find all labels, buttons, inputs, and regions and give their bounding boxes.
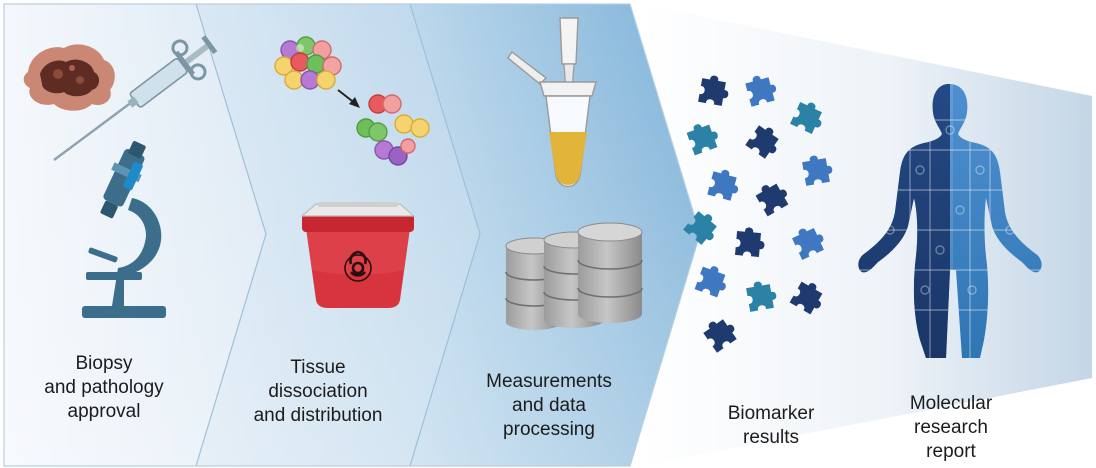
cells-icon xyxy=(274,36,342,90)
syringe-icon xyxy=(53,35,218,161)
step-label-line: Molecular xyxy=(909,393,993,414)
step-label-line: processing xyxy=(503,419,595,440)
chevron-divider xyxy=(409,3,481,467)
microscope-icon xyxy=(82,141,166,318)
step-label-biomarker: Biomarker results xyxy=(716,402,826,450)
step-label-line: Measurements xyxy=(486,371,612,392)
database-icon xyxy=(577,222,643,323)
step-label-biopsy: Biopsy and pathology approval xyxy=(34,352,174,424)
step-label-measurements: Measurements and data processing xyxy=(468,370,630,442)
biohazard-container-icon xyxy=(300,202,416,308)
panel-backgrounds xyxy=(3,3,1092,467)
step-label-line: and distribution xyxy=(253,405,383,426)
arrow-icon xyxy=(337,89,360,108)
step-label-line: Biopsy xyxy=(75,353,133,374)
step-label-line: research xyxy=(914,417,988,438)
step-label-line: dissociation xyxy=(268,381,368,402)
step-label-line: and pathology xyxy=(44,377,164,398)
cells-icon xyxy=(356,94,430,166)
step-label-line: results xyxy=(743,427,799,448)
step-label-line: report xyxy=(926,441,976,462)
tissue-sample-icon xyxy=(23,44,115,111)
tube-icon xyxy=(507,50,597,188)
step-label-line: approval xyxy=(67,401,141,422)
step-label-report: Molecular research report xyxy=(896,392,1006,464)
step-label-line: Tissue xyxy=(290,357,346,378)
chevron-divider xyxy=(195,3,267,467)
step-label-line: and data xyxy=(512,395,586,416)
biohazard-symbol-icon xyxy=(344,250,372,282)
step-label-line: Biomarker xyxy=(727,403,815,424)
step-label-tissue: Tissue dissociation and distribution xyxy=(240,356,396,428)
